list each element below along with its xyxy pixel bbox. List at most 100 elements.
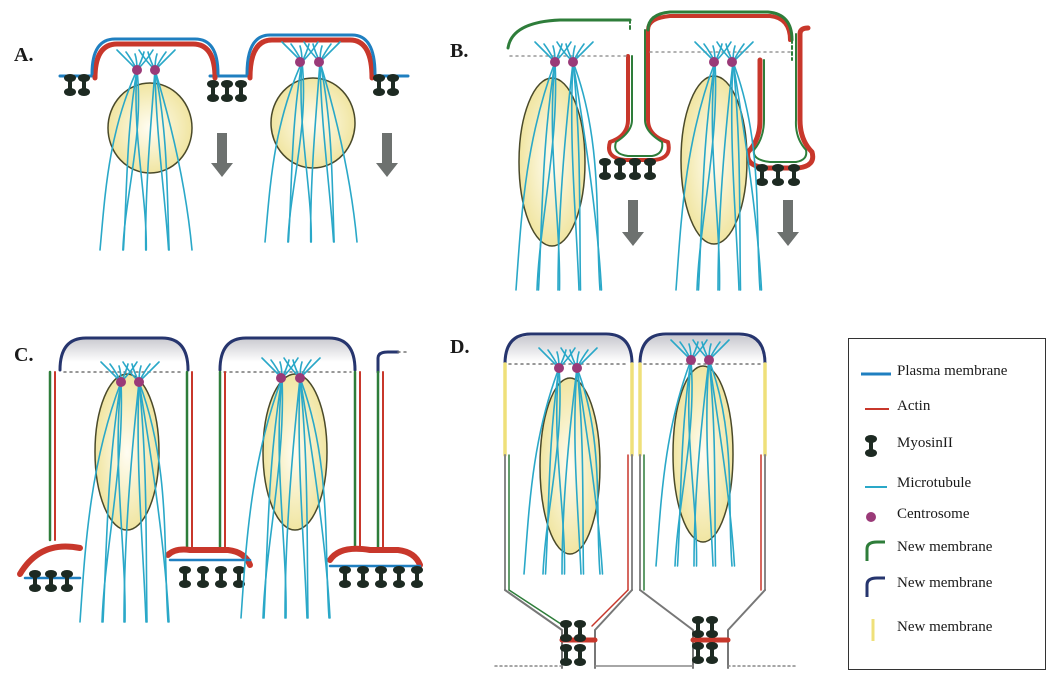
legend-label: Plasma membrane	[897, 363, 1007, 380]
microtubule-line-icon	[859, 473, 893, 499]
myosin-rod	[710, 620, 714, 634]
arrow-shaft	[783, 200, 793, 232]
centrosome	[295, 373, 305, 383]
myosin-ii-icon	[772, 164, 784, 186]
arrow-shaft	[382, 133, 392, 163]
myosin-ii-icon	[706, 642, 718, 664]
centrosome	[568, 57, 578, 67]
myosin-rod	[219, 570, 223, 584]
myosin-rod	[776, 168, 780, 182]
legend-label: Microtubule	[897, 475, 971, 492]
myosin-rod	[792, 168, 796, 182]
actin-ring	[330, 549, 420, 565]
myosin-ii-icon	[574, 620, 586, 642]
myosin-rod	[211, 84, 215, 98]
centrosome	[150, 65, 160, 75]
centrosome	[686, 355, 696, 365]
myosin-ii-icon	[393, 566, 405, 588]
actin-funnel	[592, 590, 628, 626]
myosin-rod	[49, 574, 53, 588]
myosin-ii-icon	[756, 164, 768, 186]
myosin-rod	[239, 84, 243, 98]
myosin-rod	[379, 570, 383, 584]
centrosome	[134, 377, 144, 387]
panel-c-drawing	[20, 338, 423, 622]
legend-item-microtubule: Microtubule	[849, 471, 1045, 501]
myosin-ii-icon	[45, 570, 57, 592]
new-membrane-furrow	[615, 30, 662, 156]
myosin-ii-icon	[179, 566, 191, 588]
myosin-rod	[82, 78, 86, 92]
new-membrane-navy-icon	[859, 573, 893, 599]
myosin-rod	[564, 648, 568, 662]
actin-ring	[20, 546, 80, 574]
legend-item-new-membrane-green: New membrane	[849, 535, 1045, 565]
downward-arrow-icon	[376, 133, 398, 177]
arrow-head	[376, 163, 398, 177]
myosin-rod	[648, 162, 652, 176]
centrosome	[550, 57, 560, 67]
new-membrane-green-icon	[859, 537, 893, 563]
myosin-ii-icon	[706, 616, 718, 638]
centrosome	[295, 57, 305, 67]
centrosome	[116, 377, 126, 387]
legend-label: MyosinII	[897, 435, 953, 452]
downward-arrow-icon	[211, 133, 233, 177]
myosin-ii-icon	[215, 566, 227, 588]
centrosome	[727, 57, 737, 67]
centrosome	[276, 373, 286, 383]
myosin-rod	[710, 646, 714, 660]
membrane-funnel	[505, 590, 562, 668]
myosin-rod	[201, 570, 205, 584]
arrow-head	[211, 163, 233, 177]
myosin-rod	[415, 570, 419, 584]
centrosome	[554, 363, 564, 373]
myosin-ii-icon	[375, 566, 387, 588]
legend-label: New membrane	[897, 619, 992, 636]
centrosome	[314, 57, 324, 67]
legend-item-plasma-membrane: Plasma membrane	[849, 359, 1045, 389]
cap-shading	[220, 338, 355, 362]
myosin-rod	[633, 162, 637, 176]
arrow-shaft	[628, 200, 638, 232]
myosin-ii-icon	[788, 164, 800, 186]
myosin-rod	[225, 84, 229, 98]
legend: Plasma membrane Actin MyosinII Microtubu…	[848, 338, 1046, 670]
myosin-rod	[65, 574, 69, 588]
myosin-rod	[68, 78, 72, 92]
myosin-ii-icon	[78, 74, 90, 96]
myosin-ii-icon	[357, 566, 369, 588]
downward-arrow-icon	[777, 200, 799, 246]
myosin-ii-icon	[221, 80, 233, 102]
myosin-rod	[578, 624, 582, 638]
panel-a-label: A.	[14, 44, 33, 67]
panel-b-drawing	[508, 12, 813, 290]
new-membrane-cap	[378, 352, 398, 372]
myosin-ii-icon	[411, 566, 423, 588]
myosin-rod	[618, 162, 622, 176]
actin-line-icon	[859, 396, 893, 422]
myosin-rod	[578, 648, 582, 662]
myosin-rod	[361, 570, 365, 584]
panel-c-label: C.	[14, 344, 33, 367]
arrow-head	[622, 232, 644, 246]
myosin-ii-icon	[339, 566, 351, 588]
arrow-head	[777, 232, 799, 246]
panel-d-drawing	[495, 334, 795, 668]
legend-item-actin: Actin	[849, 394, 1045, 424]
legend-item-myosin: MyosinII	[849, 431, 1045, 461]
new-membrane-funnel	[509, 590, 564, 626]
myosin-ii-icon	[692, 616, 704, 638]
legend-item-new-membrane-yellow: New membrane	[849, 615, 1045, 645]
myosin-ii-icon	[599, 158, 611, 180]
panel-b-label: B.	[450, 40, 468, 63]
myosin-rod	[696, 646, 700, 660]
panel-d-label: D.	[450, 336, 469, 359]
centrosome	[132, 65, 142, 75]
actin-cap	[250, 40, 372, 78]
centrosome	[704, 355, 714, 365]
myosin-ii-icon	[644, 158, 656, 180]
myosin-rod	[564, 624, 568, 638]
myosin-ii-icon	[197, 566, 209, 588]
